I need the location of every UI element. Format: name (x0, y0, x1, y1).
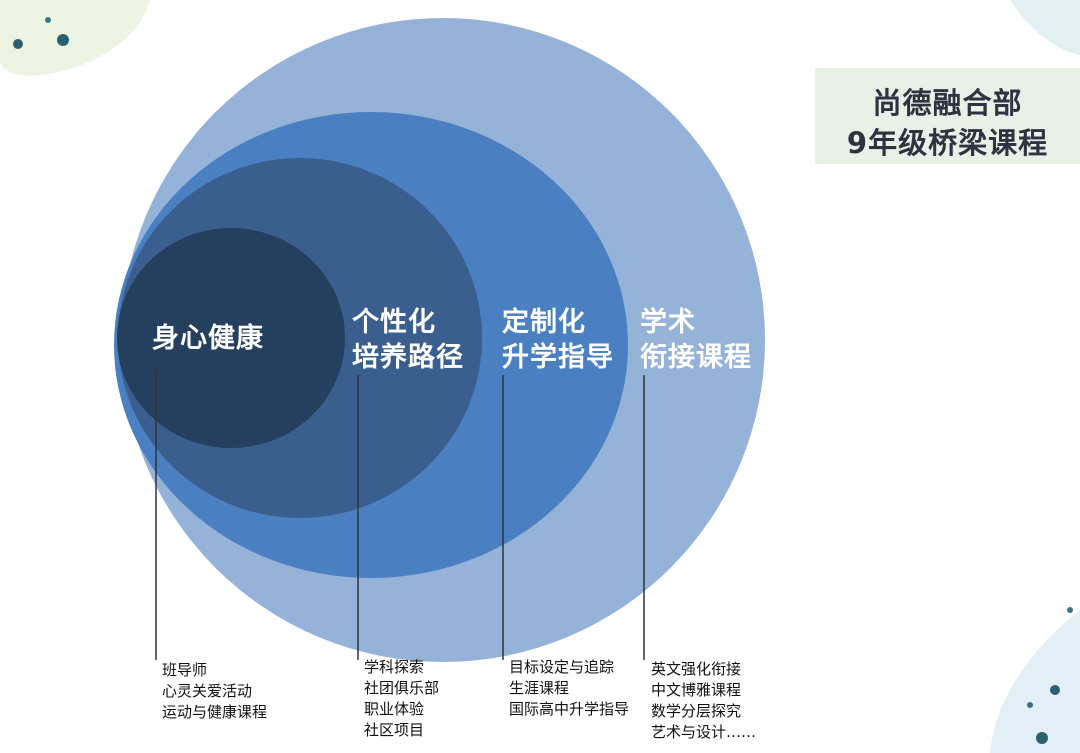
item-personalized-1: 学科探索 (364, 658, 424, 676)
item-personalized-3: 职业体验 (364, 700, 424, 718)
item-personalized-4: 社区项目 (364, 721, 424, 739)
item-academic-2: 中文博雅课程 (651, 681, 741, 699)
item-academic-3: 数学分层探究 (651, 702, 741, 720)
decor-bottom-right (990, 607, 1080, 753)
item-academic-4: 艺术与设计…… (651, 723, 756, 741)
title-line-1: 尚德融合部 (815, 80, 1080, 122)
layer-label-admission-1: 定制化 (502, 306, 586, 338)
item-personalized-2: 社团俱乐部 (364, 679, 439, 697)
decor-top-right (1010, 0, 1080, 55)
title-line-2: 9年级桥梁课程 (815, 120, 1080, 162)
layer-label-admission-2: 升学指导 (502, 341, 614, 373)
layer-label-academic-1: 学术 (640, 306, 696, 338)
item-wellbeing-3: 运动与健康课程 (162, 703, 267, 721)
item-admission-3: 国际高中升学指导 (509, 700, 629, 718)
layer-label-personalized-1: 个性化 (352, 307, 436, 338)
item-wellbeing-2: 心灵关爱活动 (162, 682, 252, 700)
item-admission-1: 目标设定与追踪 (509, 658, 614, 676)
layer-label-wellbeing: 身心健康 (152, 322, 264, 354)
title-box: 尚德融合部 9年级桥梁课程 (815, 68, 1080, 164)
layer-label-personalized-2: 培养路径 (352, 341, 464, 373)
item-wellbeing-1: 班导师 (162, 661, 207, 679)
layer-label-academic-2: 衔接课程 (640, 342, 752, 373)
item-academic-1: 英文强化衔接 (651, 660, 741, 678)
decor-top-left (0, 0, 150, 76)
item-admission-2: 生涯课程 (509, 679, 569, 697)
